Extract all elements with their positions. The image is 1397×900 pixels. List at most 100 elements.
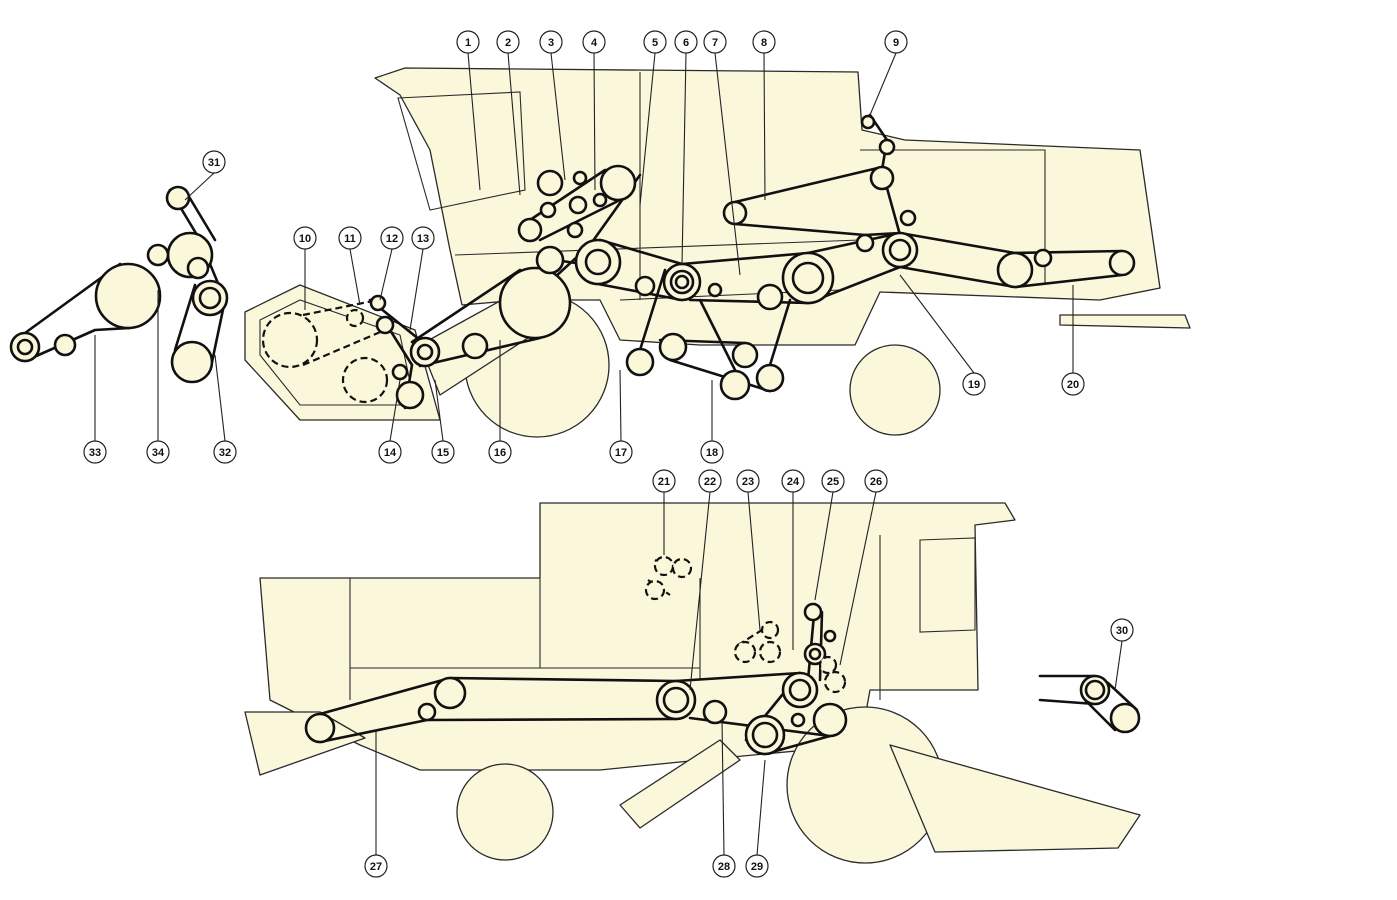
leader-line — [763, 52, 766, 201]
callout-3: 3 — [539, 30, 566, 181]
pulley — [566, 221, 584, 239]
callout-31: 31 — [184, 150, 226, 201]
pulley — [1084, 679, 1106, 701]
callout-12: 12 — [379, 226, 404, 301]
callout-circle — [712, 854, 736, 878]
callout-circle — [821, 469, 845, 493]
pulley — [584, 248, 612, 276]
callout-number: 20 — [1067, 379, 1079, 391]
pulley — [304, 712, 336, 744]
pulley — [498, 266, 572, 340]
rear-extension — [1059, 314, 1191, 329]
leader-line — [434, 379, 444, 442]
pulley — [812, 702, 848, 738]
callout-14: 14 — [378, 379, 402, 464]
leader-line — [869, 52, 897, 116]
pulley — [996, 251, 1034, 289]
callout-number: 22 — [704, 476, 716, 488]
pulley — [53, 333, 77, 357]
pulley — [823, 629, 837, 643]
callout-10: 10 — [293, 226, 317, 310]
callout-circle — [456, 30, 480, 54]
callout-25: 25 — [814, 469, 845, 601]
callout-circle — [496, 30, 520, 54]
pulley — [198, 286, 222, 310]
pulley — [888, 238, 912, 262]
callout-20: 20 — [1061, 285, 1085, 396]
leader-line — [214, 354, 226, 442]
leader-line — [507, 52, 521, 196]
leader-line — [593, 52, 596, 191]
pulley — [433, 676, 467, 710]
pulley — [674, 274, 690, 290]
rear-wheel-lower — [456, 763, 554, 861]
callout-number: 33 — [89, 447, 101, 459]
pulley — [536, 169, 564, 197]
callout-circle — [674, 30, 698, 54]
callout-number: 13 — [417, 233, 429, 245]
callout-34: 34 — [146, 290, 170, 464]
callout-8: 8 — [752, 30, 776, 201]
pulley — [803, 602, 823, 622]
sprocket — [261, 311, 319, 369]
callout-9: 9 — [869, 30, 908, 116]
unloading-tube — [619, 739, 741, 829]
callout-circle — [488, 440, 512, 464]
leader-line — [184, 172, 215, 201]
pulley — [461, 332, 489, 360]
sprocket — [644, 579, 666, 601]
callout-circle — [736, 469, 760, 493]
callout-4: 4 — [582, 30, 606, 191]
callout-19: 19 — [899, 274, 986, 396]
callout-number: 24 — [787, 476, 800, 488]
leader-line — [1114, 640, 1123, 691]
sprocket — [818, 655, 838, 675]
callout-number: 17 — [615, 447, 627, 459]
leader-line — [814, 491, 834, 601]
pulley — [568, 195, 588, 215]
callout-circle — [864, 469, 888, 493]
pulley — [375, 315, 395, 335]
callout-number: 29 — [751, 861, 763, 873]
callout-number: 9 — [893, 37, 899, 49]
callout-18: 18 — [700, 380, 724, 464]
callout-circle — [643, 30, 667, 54]
callout-number: 27 — [370, 861, 382, 873]
leader-line — [619, 369, 622, 442]
pulley — [535, 245, 565, 275]
callout-2: 2 — [496, 30, 521, 196]
leader-line — [689, 491, 711, 691]
callout-number: 14 — [384, 447, 397, 459]
callout-30: 30 — [1110, 618, 1134, 691]
sprocket — [758, 640, 782, 664]
pulley — [860, 114, 876, 130]
sprocket — [653, 555, 675, 577]
pulley — [165, 185, 191, 211]
pulley — [186, 256, 210, 280]
leader-line — [639, 52, 656, 206]
leader-line — [899, 274, 975, 374]
pulley — [790, 712, 806, 728]
callout-circle — [378, 440, 402, 464]
callout-24: 24 — [781, 469, 805, 650]
pulley — [719, 369, 751, 401]
callout-circle — [293, 226, 317, 250]
leader-line — [389, 379, 401, 442]
callout-number: 32 — [219, 447, 231, 459]
sprocket — [345, 308, 365, 328]
callout-number: 28 — [718, 861, 730, 873]
pulley — [599, 164, 637, 202]
callout-17: 17 — [609, 369, 633, 464]
leader-line — [714, 52, 741, 276]
pulley — [625, 347, 655, 377]
pulley — [707, 282, 723, 298]
callout-7: 7 — [703, 30, 741, 276]
callout-number: 10 — [299, 233, 311, 245]
callout-circle — [652, 469, 676, 493]
callout-number: 8 — [761, 37, 767, 49]
pulley — [16, 338, 34, 356]
callout-circle — [582, 30, 606, 54]
pulley — [592, 192, 608, 208]
